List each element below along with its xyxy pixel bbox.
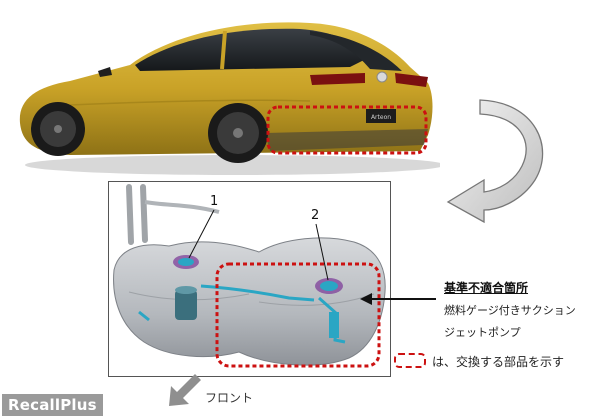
callout-2-leader <box>315 223 329 281</box>
car-mirror <box>98 67 112 77</box>
pump-highlight-box <box>215 262 381 368</box>
legend-text: は、交換する部品を示す <box>432 355 565 369</box>
right-pump-cap <box>320 281 338 291</box>
bracket-clip <box>138 310 150 322</box>
fuel-tank-body <box>113 237 386 366</box>
callout-1: 1 <box>210 194 219 209</box>
filler-pipe <box>126 184 148 245</box>
car-front-wheel <box>31 102 85 156</box>
suction-jet-pump <box>329 312 339 338</box>
curved-arrow-shape <box>446 99 544 224</box>
car-svg: Arteon <box>19 22 440 175</box>
front-direction-arrow <box>165 370 205 410</box>
front-arrow-svg <box>169 374 201 406</box>
curved-arrow <box>440 92 580 232</box>
car-illustration: Arteon <box>10 5 440 180</box>
car-license-plate <box>366 109 396 123</box>
pointer-arrow-svg <box>360 293 436 305</box>
nonconformity-title: 基準不適合箇所 <box>444 281 529 295</box>
car-badge-text: Arteon <box>371 114 391 121</box>
car-rear-window <box>310 31 402 71</box>
car-rear-wheel <box>208 103 268 163</box>
car-tail-light-left <box>310 73 365 85</box>
legend-dashed-box <box>394 353 426 368</box>
callout-2: 2 <box>311 208 320 223</box>
car-tail-light-right <box>395 73 428 87</box>
jet-pump-line <box>200 284 315 302</box>
part-description-line1: 燃料ゲージ付きサクション <box>444 304 576 317</box>
car-rear-bumper <box>265 129 428 151</box>
car-b-pillar <box>220 30 227 70</box>
fuel-filter <box>175 290 197 320</box>
callout-1-leader <box>188 209 215 259</box>
part-description-line2: ジェットポンプ <box>444 326 521 339</box>
tank-rib <box>258 293 375 306</box>
curved-arrow-svg <box>446 99 544 224</box>
legend: は、交換する部品を示す <box>394 351 594 373</box>
car-shadow <box>25 155 440 175</box>
vent-pipe <box>144 200 220 214</box>
fuel-tank-diagram: 1 2 <box>108 181 391 377</box>
left-pump-cap <box>178 258 194 266</box>
car-side-crease <box>69 99 311 106</box>
front-label: フロント <box>205 391 254 405</box>
fuel-filter-top <box>175 286 197 294</box>
car-emblem <box>376 71 388 83</box>
fuel-tank-svg <box>113 184 386 368</box>
pointer-arrow <box>358 292 438 306</box>
recallplus-watermark: RecallPlus <box>2 394 103 416</box>
car-windows <box>135 28 370 71</box>
